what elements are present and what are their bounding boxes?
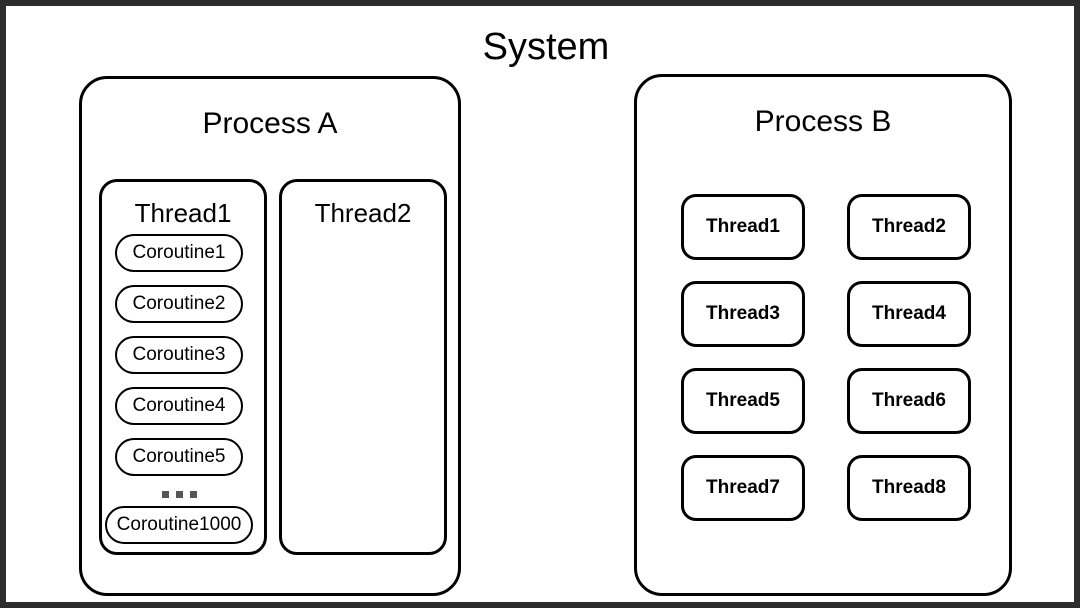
process-b-thread-box: Thread3 [681, 281, 805, 347]
ellipsis-dot [161, 490, 169, 498]
coroutine-item: Coroutine3 [115, 336, 243, 374]
process-b-title: Process B [754, 105, 892, 138]
process-a-thread2-label: Thread2 [314, 198, 412, 228]
process-b-thread-box: Thread5 [681, 368, 805, 434]
process-a-title: Process A [202, 107, 338, 140]
system-title: System [482, 26, 610, 68]
coroutine-item: Coroutine5 [115, 438, 243, 476]
coroutine-item: Coroutine4 [115, 387, 243, 425]
coroutine-item: Coroutine2 [115, 285, 243, 323]
process-b-thread-box: Thread2 [847, 194, 971, 260]
coroutine-item: Coroutine1 [115, 234, 243, 272]
process-b-thread-box: Thread8 [847, 455, 971, 521]
process-b-thread-box: Thread4 [847, 281, 971, 347]
ellipsis-dot [189, 490, 197, 498]
process-b-thread-box: Thread6 [847, 368, 971, 434]
process-b-box: Process B Thread1 Thread2 Thread3 Thread… [634, 74, 1012, 596]
process-a-thread1-label: Thread1 [134, 198, 232, 228]
process-b-thread-box: Thread7 [681, 455, 805, 521]
process-b-thread-box: Thread1 [681, 194, 805, 260]
ellipsis-indicator [115, 487, 243, 501]
coroutine-item-last: Coroutine1000 [105, 506, 253, 544]
ellipsis-dot [175, 490, 183, 498]
process-a-thread2-box: Thread2 [279, 179, 447, 555]
